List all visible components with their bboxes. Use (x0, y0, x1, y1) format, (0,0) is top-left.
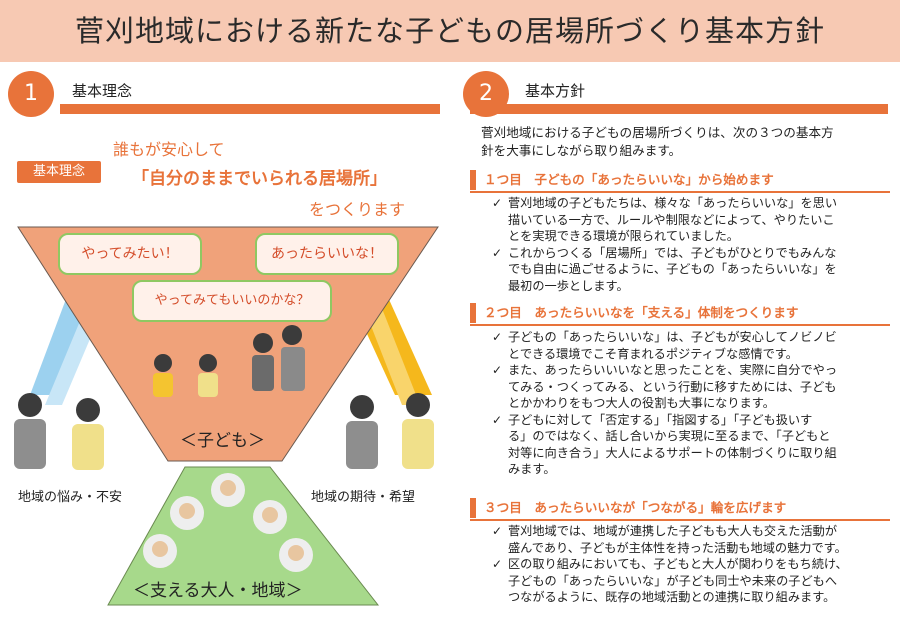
phrase-2: 「自分のままでいられる居場所」 (132, 169, 387, 189)
policy-3-points: ✓ 菅刈地域では、地域が連携した子どもも大人も交えた活動が盛んであり、子どもが主… (492, 523, 892, 606)
policy-3-heading: ３つ目 あったらいいなが「つながる」輪を広げます (470, 498, 890, 521)
kihon-rinen-tag: 基本理念 (17, 161, 101, 183)
adult-label: ＜支える大人・地域＞ (133, 581, 303, 601)
bubble-attaraiina: あったらいいな！ (255, 233, 399, 275)
policy-2-points: ✓ 子どもの「あったらいいな」は、子どもが安心してノビノビとできる環境でこそ育ま… (492, 329, 892, 478)
check-icon: ✓ (492, 245, 503, 260)
section2-number: 2 (463, 71, 509, 117)
section1-rule (60, 104, 440, 114)
children-figures (153, 325, 305, 397)
policy-1-points: ✓ 菅刈地域の子どもたちは、様々な「あったらいいな」を思い描いている一方で、ルー… (492, 195, 892, 294)
check-icon: ✓ (492, 524, 503, 538)
policy-1-title: １つ目 子どもの「あったらいいな」から始めます (484, 172, 774, 187)
policy-3-point-2: ✓ 区の取り組みにおいても、子どもと大人が関わりをもち続け、子どもの「あったらい… (492, 557, 848, 604)
right-caption: 地域の期待・希望 (311, 490, 416, 505)
policy-3-title: ３つ目 あったらいいなが「つながる」輪を広げます (484, 500, 787, 515)
section1-number: 1 (8, 71, 54, 117)
left-adults-figures (14, 393, 104, 470)
phrase-3: をつくります (309, 200, 406, 219)
policy-1-point-2: ✓ これからつくる「居場所」では、子どもがひとりでもみんなでも自由に過ごせるよう… (492, 245, 837, 293)
intro-line-1: 菅刈地域における子どもの居場所づくりは、次の３つの基本方 (481, 125, 834, 140)
policy-2-point-2: ✓ また、あったらいいいなと思ったことを、実際に自分でやってみる・つくってみる、… (492, 363, 838, 410)
funnel-illustration (14, 226, 439, 606)
child-label: ＜子ども＞ (180, 431, 265, 451)
policy-1-point-1: ✓ 菅刈地域の子どもたちは、様々な「あったらいいな」を思い描いている一方で、ルー… (492, 196, 838, 243)
check-icon: ✓ (492, 363, 503, 377)
check-icon: ✓ (492, 330, 503, 344)
title-bar: 菅刈地域における新たな子どもの居場所づくり基本方針 (0, 0, 900, 62)
community-adults-faces (143, 473, 313, 572)
policy-2-heading: ２つ目 あったらいいなを「支える」体制をつくります (470, 303, 890, 326)
section1-heading: 基本理念 (72, 82, 133, 100)
bubble-yattemitai: やってみたい！ (58, 233, 202, 275)
intro-line-2: 針を大事にしながら取り組みます。 (481, 143, 682, 158)
check-icon: ✓ (492, 196, 503, 210)
policy-2-point-3: ✓ 子どもに対して「否定する」「指図する」「子ども扱いする」のではなく、話し合い… (492, 412, 837, 477)
funnel-top (17, 226, 439, 462)
bubble-yattemitemoii: やってみてもいいのかな？ (132, 280, 332, 322)
policy-2-point-1: ✓ 子どもの「あったらいいな」は、子どもが安心してノビノビとできる環境でこそ育ま… (492, 330, 837, 361)
section2-rule (470, 104, 888, 114)
right-adults-figures (346, 393, 434, 469)
check-icon: ✓ (492, 412, 503, 427)
policy-3-point-1: ✓ 菅刈地域では、地域が連携した子どもも大人も交えた活動が盛んであり、子どもが主… (492, 524, 847, 555)
section2-heading: 基本方針 (525, 82, 586, 100)
section2-intro: 菅刈地域における子どもの居場所づくりは、次の３つの基本方 針を大事にしながら取り… (481, 124, 891, 160)
check-icon: ✓ (492, 557, 503, 571)
left-caption: 地域の悩み・不安 (18, 490, 123, 505)
page-title: 菅刈地域における新たな子どもの居場所づくり基本方針 (74, 14, 825, 48)
policy-1-heading: １つ目 子どもの「あったらいいな」から始めます (470, 170, 890, 193)
phrase-1: 誰もが安心して (113, 140, 225, 159)
policy-2-title: ２つ目 あったらいいなを「支える」体制をつくります (484, 305, 799, 320)
